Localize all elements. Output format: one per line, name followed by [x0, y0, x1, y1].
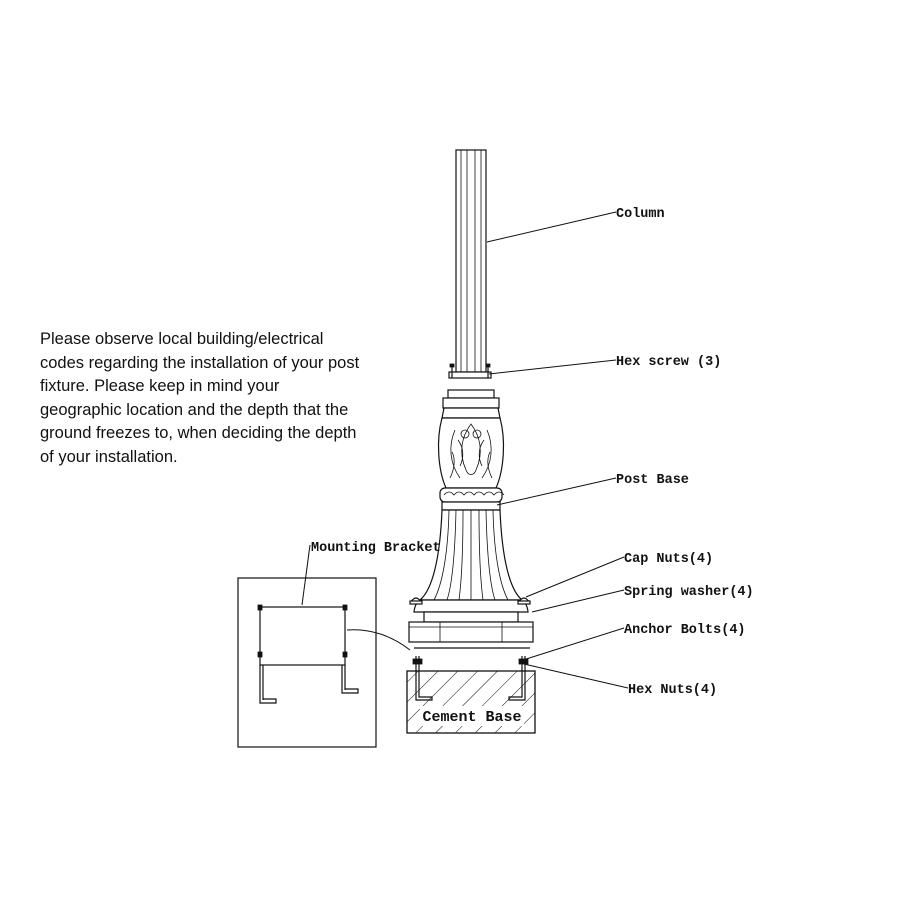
- column: [455, 149, 487, 373]
- cement-base: Cement Base: [406, 670, 536, 734]
- installation-note: Please observe local building/electrical…: [40, 330, 360, 466]
- label-post-base: Post Base: [616, 473, 689, 488]
- label-cement-base: Cement Base: [422, 709, 521, 726]
- label-hex-screw: Hex screw (3): [616, 355, 721, 370]
- cap-nuts: [409, 597, 531, 605]
- label-spring-washer: Spring washer(4): [624, 585, 754, 600]
- label-anchor-bolts: Anchor Bolts(4): [624, 623, 746, 638]
- mounting-bracket-detail: [237, 577, 377, 748]
- hex-screws: [448, 363, 492, 379]
- label-cap-nuts: Cap Nuts(4): [624, 552, 713, 567]
- leader-lines: [301, 211, 629, 689]
- label-column: Column: [616, 207, 665, 222]
- post-base: [408, 389, 534, 643]
- label-hex-nuts: Hex Nuts(4): [628, 683, 717, 698]
- label-mounting-bracket: Mounting Bracket: [311, 541, 441, 556]
